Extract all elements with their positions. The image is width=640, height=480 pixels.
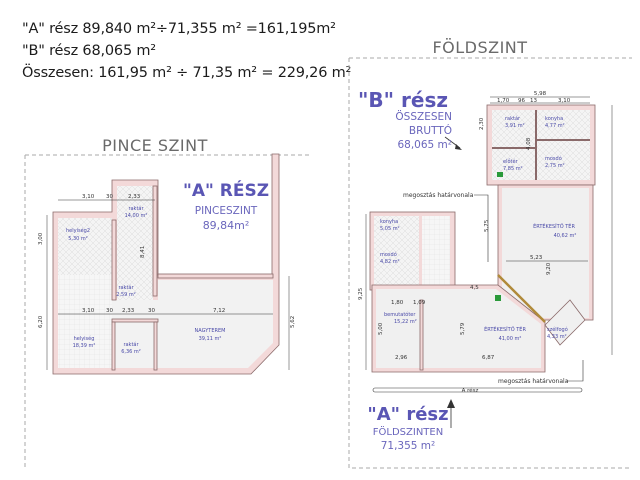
ground-floor-plan: FÖLDSZINT 5,98 1,70 96 13 3,10 2,3 — [348, 38, 632, 469]
svg-text:helyiség: helyiség — [74, 335, 95, 342]
svg-text:FÖLDSZINTEN: FÖLDSZINTEN — [373, 425, 443, 438]
svg-text:15,22 m²: 15,22 m² — [394, 319, 417, 325]
svg-text:13: 13 — [530, 98, 537, 104]
basement-plan: PINCE SZINT 3,10 30 2,33 3,00 6,20 8,41 … — [24, 136, 312, 470]
svg-text:2,30: 2,30 — [479, 117, 485, 130]
svg-text:30: 30 — [148, 308, 155, 314]
svg-text:9,25: 9,25 — [358, 287, 364, 300]
svg-text:9,20: 9,20 — [546, 262, 552, 275]
svg-text:30: 30 — [106, 194, 113, 200]
arrow-up-icon — [447, 399, 455, 408]
a-part-label: "A" rész — [367, 404, 448, 425]
svg-text:5,23: 5,23 — [530, 255, 543, 261]
b-part-label: "B" rész — [358, 88, 448, 112]
ground-title: FÖLDSZINT — [432, 38, 527, 57]
svg-text:konyha: konyha — [380, 219, 398, 225]
boundary-label-bottom: megosztás határvonala — [498, 378, 569, 385]
svg-text:3,10: 3,10 — [558, 98, 571, 104]
svg-text:3,00: 3,00 — [38, 232, 44, 245]
svg-text:3,10: 3,10 — [82, 308, 95, 314]
room-sales-1 — [502, 188, 589, 318]
svg-text:helyiség2: helyiség2 — [66, 227, 90, 234]
svg-text:4,82 m²: 4,82 m² — [380, 259, 400, 265]
svg-text:14,00 m²: 14,00 m² — [125, 213, 148, 219]
svg-text:raktár: raktár — [128, 205, 144, 212]
svg-text:5,98: 5,98 — [534, 91, 547, 97]
stair-area — [117, 186, 153, 300]
svg-text:4,33 m²: 4,33 m² — [547, 334, 567, 340]
svg-text:7,12: 7,12 — [213, 308, 225, 314]
annex-rooms — [374, 216, 419, 286]
svg-text:18,39 m²: 18,39 m² — [73, 343, 96, 349]
svg-text:2,75 m²: 2,75 m² — [545, 163, 565, 169]
svg-text:30: 30 — [106, 308, 113, 314]
svg-text:1,09: 1,09 — [413, 300, 426, 306]
svg-text:7,85 m²: 7,85 m² — [503, 166, 523, 172]
basement-title: PINCE SZINT — [102, 136, 208, 155]
svg-text:3,10: 3,10 — [82, 194, 95, 200]
svg-text:39,11 m²: 39,11 m² — [199, 336, 222, 342]
svg-text:40,62 m²: 40,62 m² — [554, 233, 577, 239]
svg-text:bemutatóter: bemutatóter — [384, 311, 416, 318]
summary-line-total: Összesen: 161,95 m² ÷ 71,35 m² = 229,26 … — [22, 65, 352, 81]
room-entry — [544, 299, 586, 346]
summary-line-b: "B" rész 68,065 m² — [22, 43, 156, 59]
svg-text:raktár: raktár — [505, 115, 521, 122]
arrow-icon — [455, 144, 462, 150]
svg-text:konyha: konyha — [545, 116, 563, 122]
exit-sign-icon — [495, 295, 501, 301]
svg-text:NAGYTEREM: NAGYTEREM — [195, 328, 226, 334]
boundary-label-top: megosztás határvonala — [403, 192, 474, 199]
svg-text:1,70: 1,70 — [497, 98, 510, 104]
svg-text:mosdó: mosdó — [545, 155, 562, 162]
svg-text:5,79: 5,79 — [460, 322, 466, 335]
b-block-rooms — [492, 110, 590, 180]
svg-text:2,59 m²: 2,59 m² — [116, 292, 136, 298]
svg-text:5,75: 5,75 — [484, 219, 490, 232]
annex-stairs — [422, 216, 450, 286]
svg-text:raktár: raktár — [118, 284, 134, 291]
svg-text:ÉRTÉKESÍTŐ TÉR: ÉRTÉKESÍTŐ TÉR — [533, 222, 575, 230]
svg-text:5,00: 5,00 — [378, 322, 384, 335]
basement-part-area: 89,84m² — [203, 219, 250, 232]
svg-text:2,96: 2,96 — [395, 355, 408, 361]
svg-text:6,87: 6,87 — [482, 355, 495, 361]
svg-text:2,33: 2,33 — [128, 194, 141, 200]
basement-part-label: "A" RÉSZ — [183, 179, 269, 201]
b-part-area: 68,065 m² — [397, 139, 452, 151]
svg-text:6,20: 6,20 — [38, 315, 44, 328]
exit-sign-icon — [497, 172, 503, 177]
svg-text:8,41: 8,41 — [140, 246, 146, 258]
svg-text:6,36 m²: 6,36 m² — [121, 349, 141, 355]
a-part-area: 71,355 m² — [381, 440, 436, 452]
svg-text:raktár: raktár — [123, 341, 139, 348]
a-dimension-label: A rész — [462, 387, 479, 394]
room-sales-2 — [376, 289, 541, 368]
svg-text:4,77 m²: 4,77 m² — [545, 123, 565, 129]
svg-text:ÉRTÉKESÍTŐ TÉR: ÉRTÉKESÍTŐ TÉR — [484, 325, 526, 333]
basement-frame — [24, 154, 312, 470]
svg-text:5,62: 5,62 — [290, 316, 296, 328]
svg-text:2,33: 2,33 — [122, 308, 135, 314]
svg-text:előtér: előtér — [503, 158, 519, 165]
svg-text:5,05 m²: 5,05 m² — [380, 226, 400, 232]
svg-text:4,5: 4,5 — [470, 285, 479, 291]
room-helyiseg2 — [58, 218, 112, 275]
svg-text:4,08: 4,08 — [526, 137, 532, 150]
svg-text:mosdó: mosdó — [380, 251, 397, 258]
svg-text:ÖSSZESEN: ÖSSZESEN — [395, 110, 452, 123]
svg-text:szélfogó: szélfogó — [547, 326, 568, 333]
room-nagyterem — [158, 280, 273, 368]
svg-text:BRUTTÓ: BRUTTÓ — [409, 124, 452, 137]
svg-text:3,91 m²: 3,91 m² — [505, 123, 525, 129]
svg-text:1,80: 1,80 — [391, 300, 404, 306]
svg-text:PINCESZINT: PINCESZINT — [195, 205, 258, 217]
ground-frame — [348, 57, 632, 469]
svg-text:96: 96 — [518, 98, 525, 104]
summary-line-a: "A" rész 89,840 m²÷71,355 m² =161,195m² — [22, 21, 336, 37]
room-helyiseg — [58, 275, 112, 368]
svg-text:5,30 m²: 5,30 m² — [68, 236, 88, 242]
svg-text:41,00 m²: 41,00 m² — [499, 336, 522, 342]
